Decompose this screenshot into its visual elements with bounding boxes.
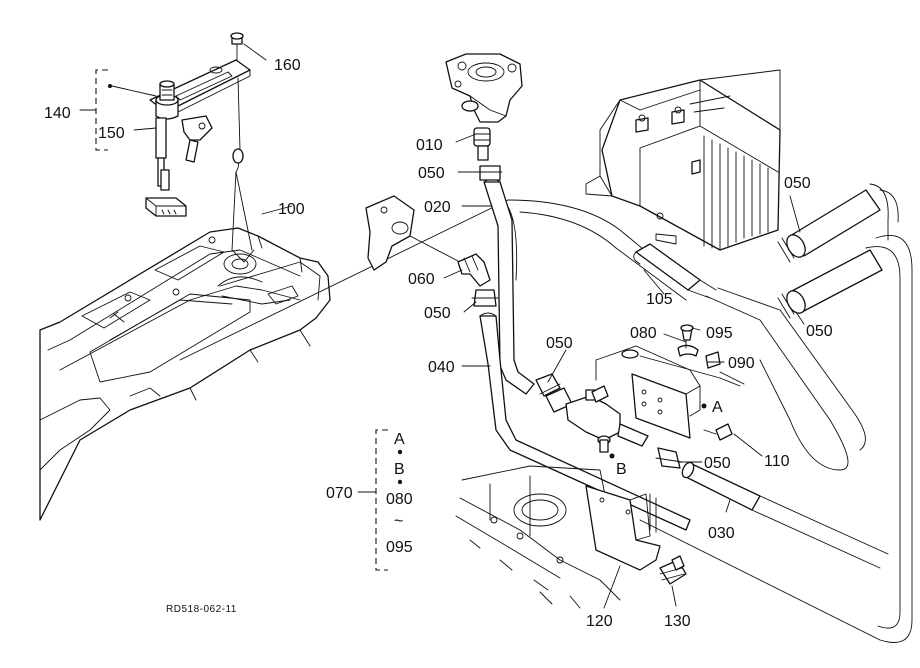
tank-elbow-010: [445, 53, 523, 161]
label-105: 105: [646, 291, 673, 308]
label-050-e: 050: [806, 323, 833, 340]
label-050-c: 050: [546, 335, 573, 352]
label-060: 060: [408, 271, 435, 288]
marker-a: A: [712, 399, 723, 416]
hose-pair-right: [639, 183, 913, 643]
label-050-a: 050: [418, 165, 445, 182]
legend-brace: [357, 429, 403, 571]
legend-a: A: [394, 431, 405, 448]
label-040: 040: [428, 359, 455, 376]
legend-to: 095: [386, 539, 413, 556]
fuel-cock: [535, 324, 745, 469]
label-100: 100: [278, 201, 305, 218]
hose-030: [681, 461, 889, 569]
label-150: 150: [98, 125, 125, 142]
label-020: 020: [424, 199, 451, 216]
hose-020: [477, 165, 535, 395]
label-160: 160: [274, 57, 301, 74]
elbow-060: [457, 253, 499, 307]
fuel-gauge-assembly: [79, 32, 267, 263]
legend-b: B: [394, 461, 405, 478]
label-090: 090: [728, 355, 755, 372]
label-050-d: 050: [784, 175, 811, 192]
label-010: 010: [416, 137, 443, 154]
wall-adapter: [365, 195, 461, 271]
label-140: 140: [44, 105, 71, 122]
bolt-130: [659, 555, 687, 585]
routing-lines: [179, 197, 866, 471]
label-080: 080: [630, 325, 657, 342]
legend-from: 080: [386, 491, 413, 508]
bracket-120: [585, 485, 661, 571]
reference-code: RD518-062-11: [166, 604, 237, 615]
marker-b: B: [616, 461, 627, 478]
floor-panel: [39, 227, 331, 521]
legend-tilde: ~: [394, 513, 403, 530]
label-120: 120: [586, 613, 613, 630]
filter-105: [633, 243, 717, 299]
lower-frame: [455, 465, 621, 609]
label-110: 110: [764, 453, 790, 470]
label-030: 030: [708, 525, 735, 542]
label-050-b: 050: [424, 305, 451, 322]
label-095: 095: [706, 325, 733, 342]
leader-lines: [261, 133, 805, 609]
legend-number: 070: [326, 485, 353, 502]
label-130: 130: [664, 613, 691, 630]
hose-040: [479, 312, 691, 531]
label-050-f: 050: [704, 455, 731, 472]
battery-housing: [585, 69, 781, 251]
